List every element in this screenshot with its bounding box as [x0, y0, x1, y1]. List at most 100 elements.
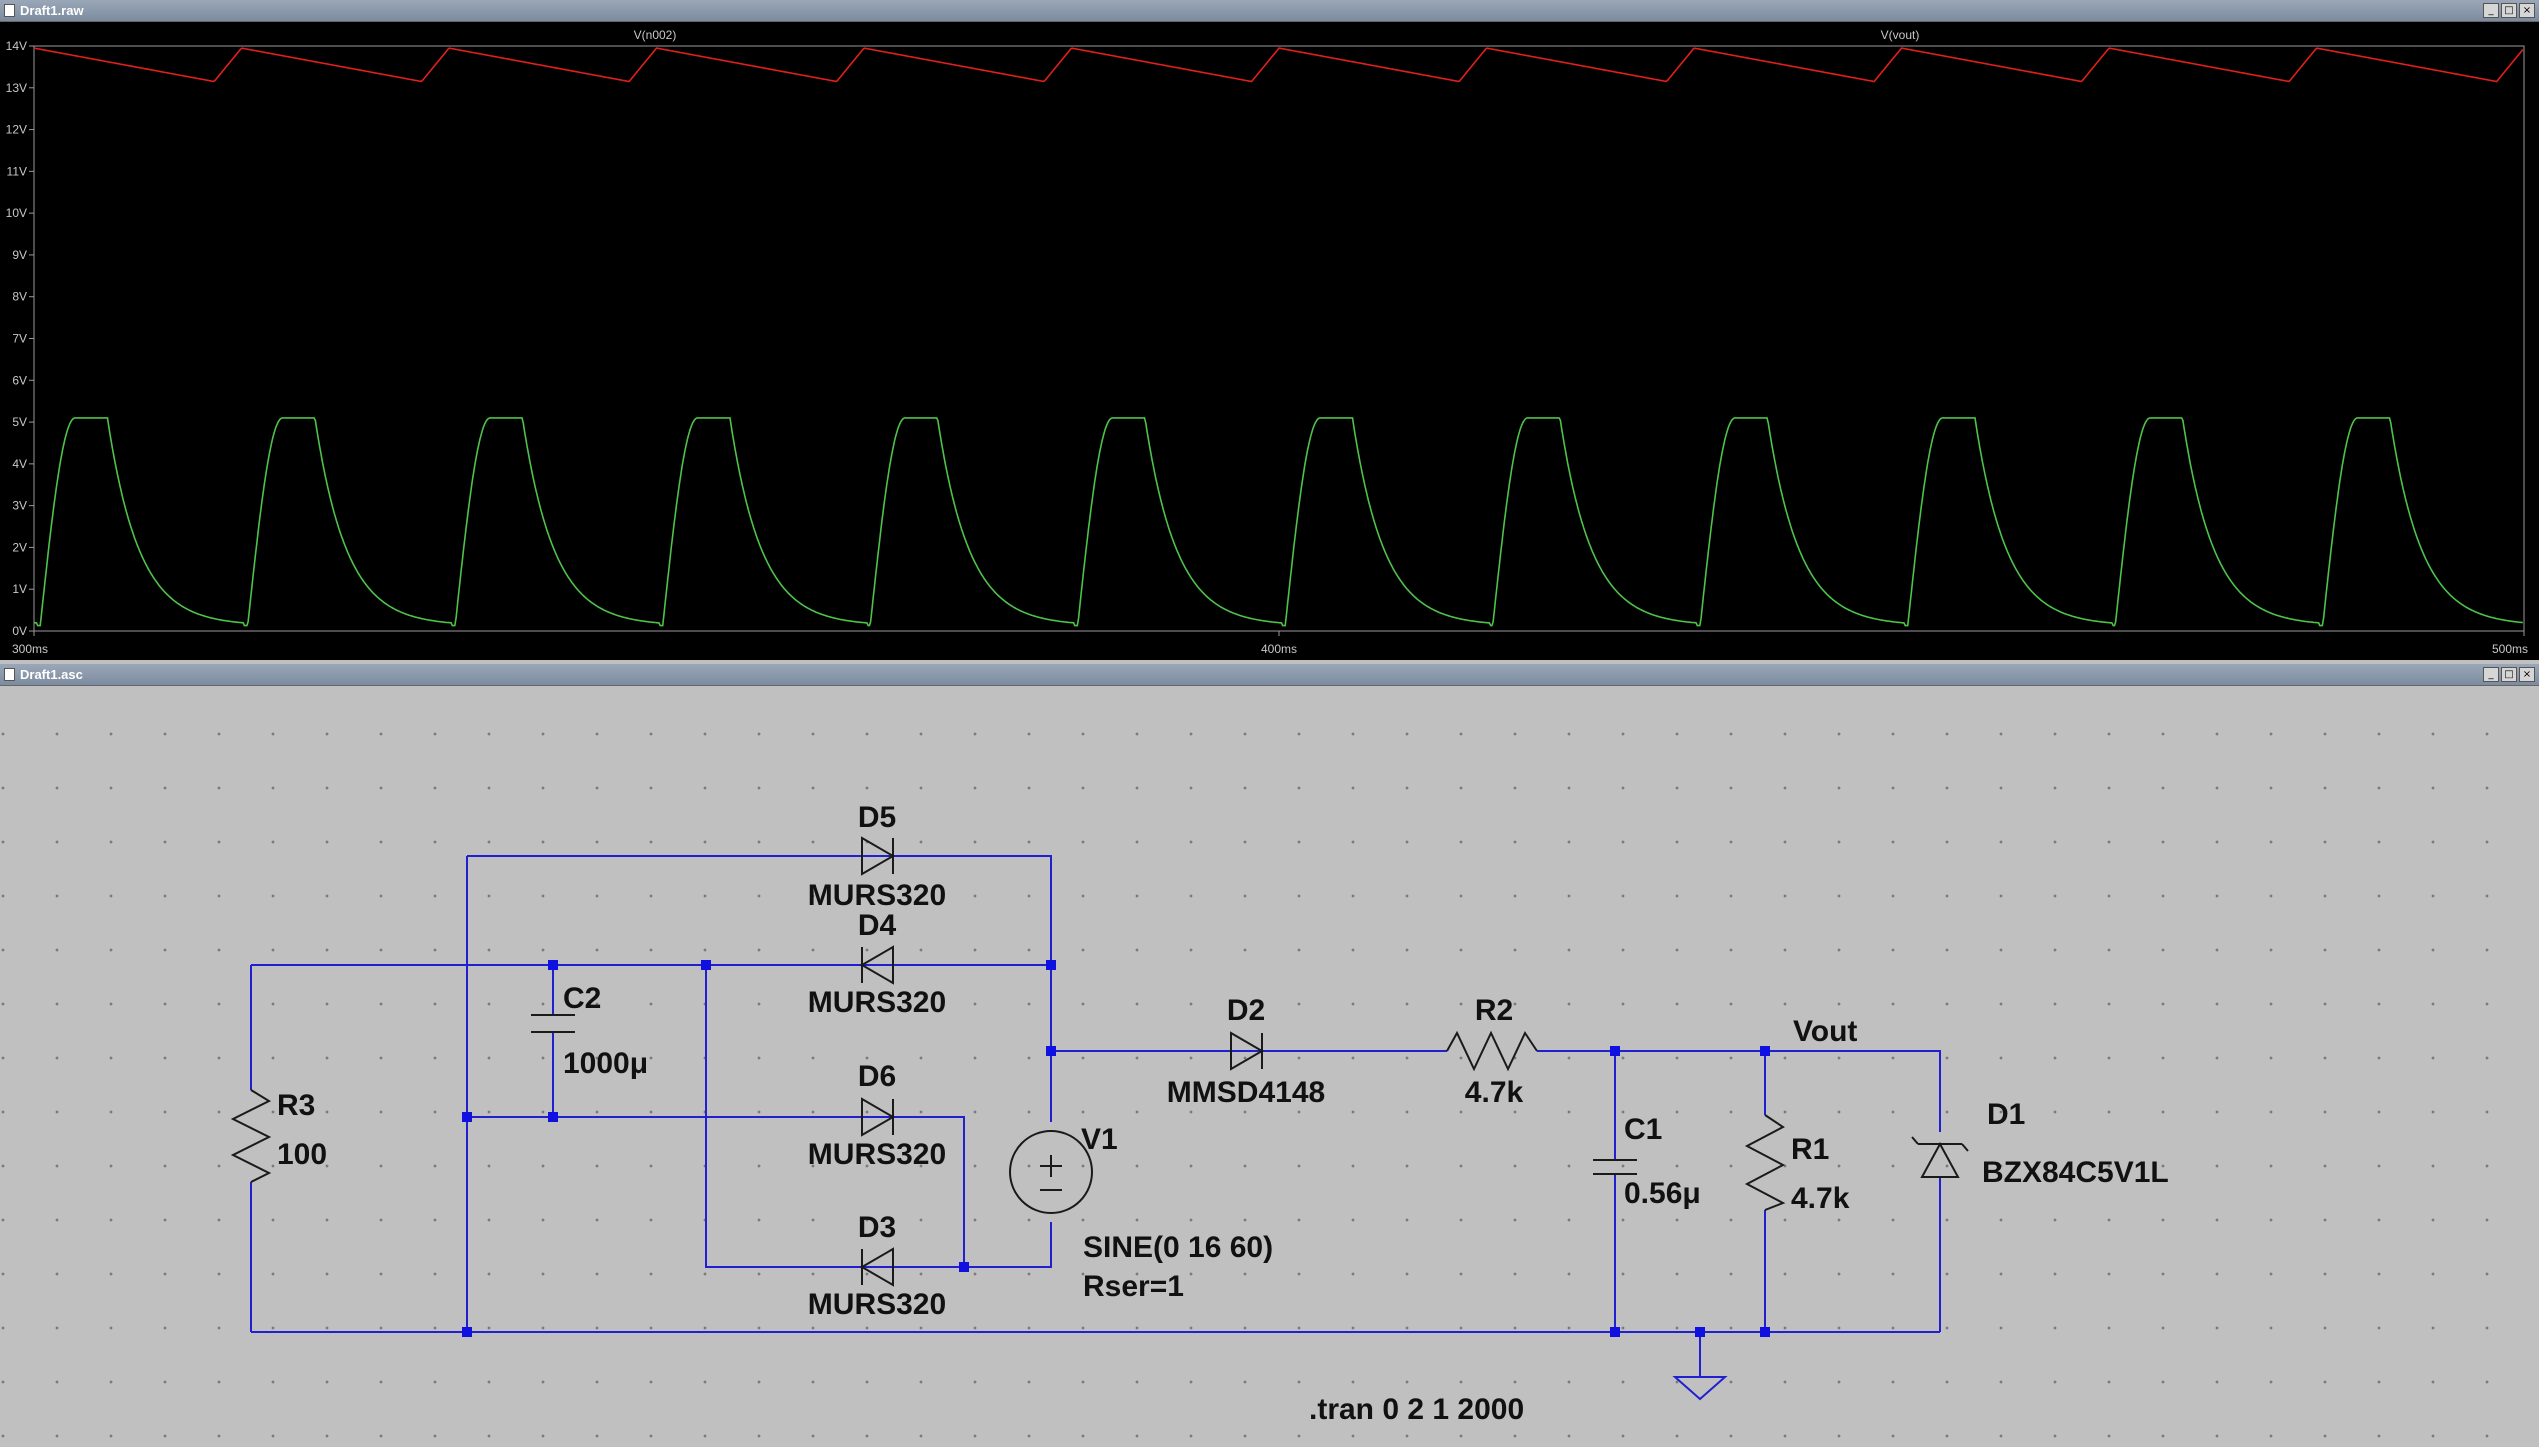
y-axis: 0V 1V 2V 3V 4V 5V 6V 7V 8V 9V 10V 11V 12V 13V 14V — [6, 39, 34, 638]
y-tick-label: 10V — [6, 206, 27, 220]
y-tick-label: 4V — [12, 457, 27, 471]
schematic-window-titlebar[interactable]: Draft1.asc _ □ × — [0, 664, 2539, 686]
r1-resistor-symbol[interactable] — [1744, 1114, 1786, 1211]
r3-value-label[interactable]: 100 — [277, 1138, 327, 1171]
y-tick-label: 0V — [12, 624, 27, 638]
d3-value-label[interactable]: MURS320 — [808, 1288, 946, 1321]
c1-ref-label[interactable]: C1 — [1624, 1113, 1662, 1146]
v1-voltage-source-symbol[interactable] — [1009, 1130, 1093, 1214]
d3-diode-symbol[interactable] — [860, 1247, 894, 1287]
c2-capacitor-symbol[interactable] — [531, 1014, 575, 1033]
y-tick-label: 1V — [12, 582, 27, 596]
junction — [1610, 1046, 1620, 1056]
y-tick-label: 11V — [7, 164, 27, 178]
x-axis: 300ms 400ms 500ms — [12, 631, 2528, 656]
c1-value-label[interactable]: 0.56μ — [1624, 1177, 1701, 1210]
c2-value-label[interactable]: 1000μ — [563, 1047, 648, 1080]
junction — [1760, 1327, 1770, 1337]
d1-zener-symbol[interactable] — [1911, 1136, 1969, 1178]
document-icon — [4, 668, 15, 681]
d5-diode-symbol[interactable] — [861, 836, 895, 876]
y-tick-label: 14V — [6, 39, 27, 53]
legend-v-vout[interactable]: V(vout) — [1881, 28, 1920, 42]
schematic-window-title: Draft1.asc — [20, 667, 83, 682]
d5-ref-label[interactable]: D5 — [858, 801, 896, 834]
junction — [1046, 960, 1056, 970]
document-icon — [4, 4, 15, 17]
x-tick-label: 500ms — [2492, 642, 2528, 656]
junction-dots — [462, 960, 1770, 1337]
junction — [462, 1112, 472, 1122]
d6-diode-symbol[interactable] — [861, 1097, 895, 1137]
r3-ref-label[interactable]: R3 — [277, 1089, 315, 1122]
schematic-window-controls: _ □ × — [2483, 667, 2535, 682]
junction — [548, 1112, 558, 1122]
r2-resistor-symbol[interactable] — [1446, 1030, 1538, 1072]
v1-value-label[interactable]: SINE(0 16 60) — [1083, 1231, 1273, 1264]
wire-d6-row[interactable] — [467, 1116, 965, 1267]
x-tick-label: 400ms — [1261, 642, 1297, 656]
junction — [1695, 1327, 1705, 1337]
d4-diode-symbol[interactable] — [860, 945, 894, 985]
waveform-plot-pane[interactable]: 0V 1V 2V 3V 4V 5V 6V 7V 8V 9V 10V 11V 12V 13V 14V 300m… — [0, 22, 2539, 660]
minimize-button[interactable]: _ — [2483, 3, 2499, 18]
d4-ref-label[interactable]: D4 — [858, 909, 897, 942]
d5-value-label[interactable]: MURS320 — [808, 879, 946, 912]
waveform-chart[interactable]: 0V 1V 2V 3V 4V 5V 6V 7V 8V 9V 10V 11V 12V 13V 14V 300m… — [0, 22, 2539, 660]
y-tick-label: 8V — [12, 290, 27, 304]
wire-vout-net[interactable] — [1537, 1050, 1941, 1132]
close-button[interactable]: × — [2519, 3, 2535, 18]
plot-window-title: Draft1.raw — [20, 3, 84, 18]
c2-ref-label[interactable]: C2 — [563, 982, 601, 1015]
schematic-drawing[interactable]: D5 MURS320 D4 MURS320 D6 MURS320 D3 MURS… — [0, 687, 2539, 1447]
y-tick-label: 12V — [6, 123, 27, 137]
schematic-canvas[interactable]: D5 MURS320 D4 MURS320 D6 MURS320 D3 MURS… — [0, 687, 2539, 1447]
d6-value-label[interactable]: MURS320 — [808, 1138, 946, 1171]
y-tick-label: 3V — [12, 499, 27, 513]
d2-diode-symbol[interactable] — [1230, 1031, 1264, 1071]
trace-v-vout[interactable] — [33, 417, 2523, 627]
junction — [1760, 1046, 1770, 1056]
y-tick-label: 2V — [12, 540, 27, 554]
x-tick-label: 300ms — [12, 642, 48, 656]
d1-value-label[interactable]: BZX84C5V1L — [1982, 1156, 2169, 1189]
d4-value-label[interactable]: MURS320 — [808, 986, 946, 1019]
junction — [1610, 1327, 1620, 1337]
r2-ref-label[interactable]: R2 — [1475, 994, 1513, 1027]
r3-resistor-symbol[interactable] — [230, 1089, 272, 1183]
ground-symbol[interactable] — [1672, 1376, 1728, 1401]
v1-ref-label[interactable]: V1 — [1081, 1123, 1118, 1156]
restore-button[interactable]: □ — [2501, 667, 2517, 682]
restore-button[interactable]: □ — [2501, 3, 2517, 18]
d6-ref-label[interactable]: D6 — [858, 1060, 896, 1093]
wire-top-loop[interactable] — [467, 855, 1052, 1122]
legend-v-n002[interactable]: V(n002) — [634, 28, 677, 42]
wires — [250, 855, 1941, 1377]
c1-capacitor-symbol[interactable] — [1593, 1159, 1637, 1175]
d1-ref-label[interactable]: D1 — [1987, 1098, 2025, 1131]
plot-window-titlebar[interactable]: Draft1.raw _ □ × — [0, 0, 2539, 22]
trace-v-n002[interactable] — [33, 47, 2524, 83]
wire-d3-loop[interactable] — [705, 965, 1052, 1268]
y-tick-label: 5V — [12, 415, 27, 429]
d3-ref-label[interactable]: D3 — [858, 1211, 896, 1244]
plot-window-controls: _ □ × — [2483, 3, 2535, 18]
y-tick-label: 13V — [6, 81, 27, 95]
v1-rser-label[interactable]: Rser=1 — [1083, 1270, 1184, 1303]
junction — [959, 1262, 969, 1272]
y-tick-label: 6V — [12, 373, 27, 387]
r2-value-label[interactable]: 4.7k — [1465, 1076, 1524, 1109]
r1-value-label[interactable]: 4.7k — [1791, 1182, 1850, 1215]
d2-value-label[interactable]: MMSD4148 — [1167, 1076, 1325, 1109]
minimize-button[interactable]: _ — [2483, 667, 2499, 682]
d2-ref-label[interactable]: D2 — [1227, 994, 1265, 1027]
vout-net-label[interactable]: Vout — [1793, 1015, 1857, 1048]
tran-directive[interactable]: .tran 0 2 1 2000 — [1309, 1393, 1524, 1426]
junction — [1046, 1046, 1056, 1056]
y-tick-label: 9V — [12, 248, 27, 262]
r1-ref-label[interactable]: R1 — [1791, 1133, 1829, 1166]
junction — [548, 960, 558, 970]
close-button[interactable]: × — [2519, 667, 2535, 682]
junction — [701, 960, 711, 970]
y-tick-label: 7V — [12, 332, 27, 346]
